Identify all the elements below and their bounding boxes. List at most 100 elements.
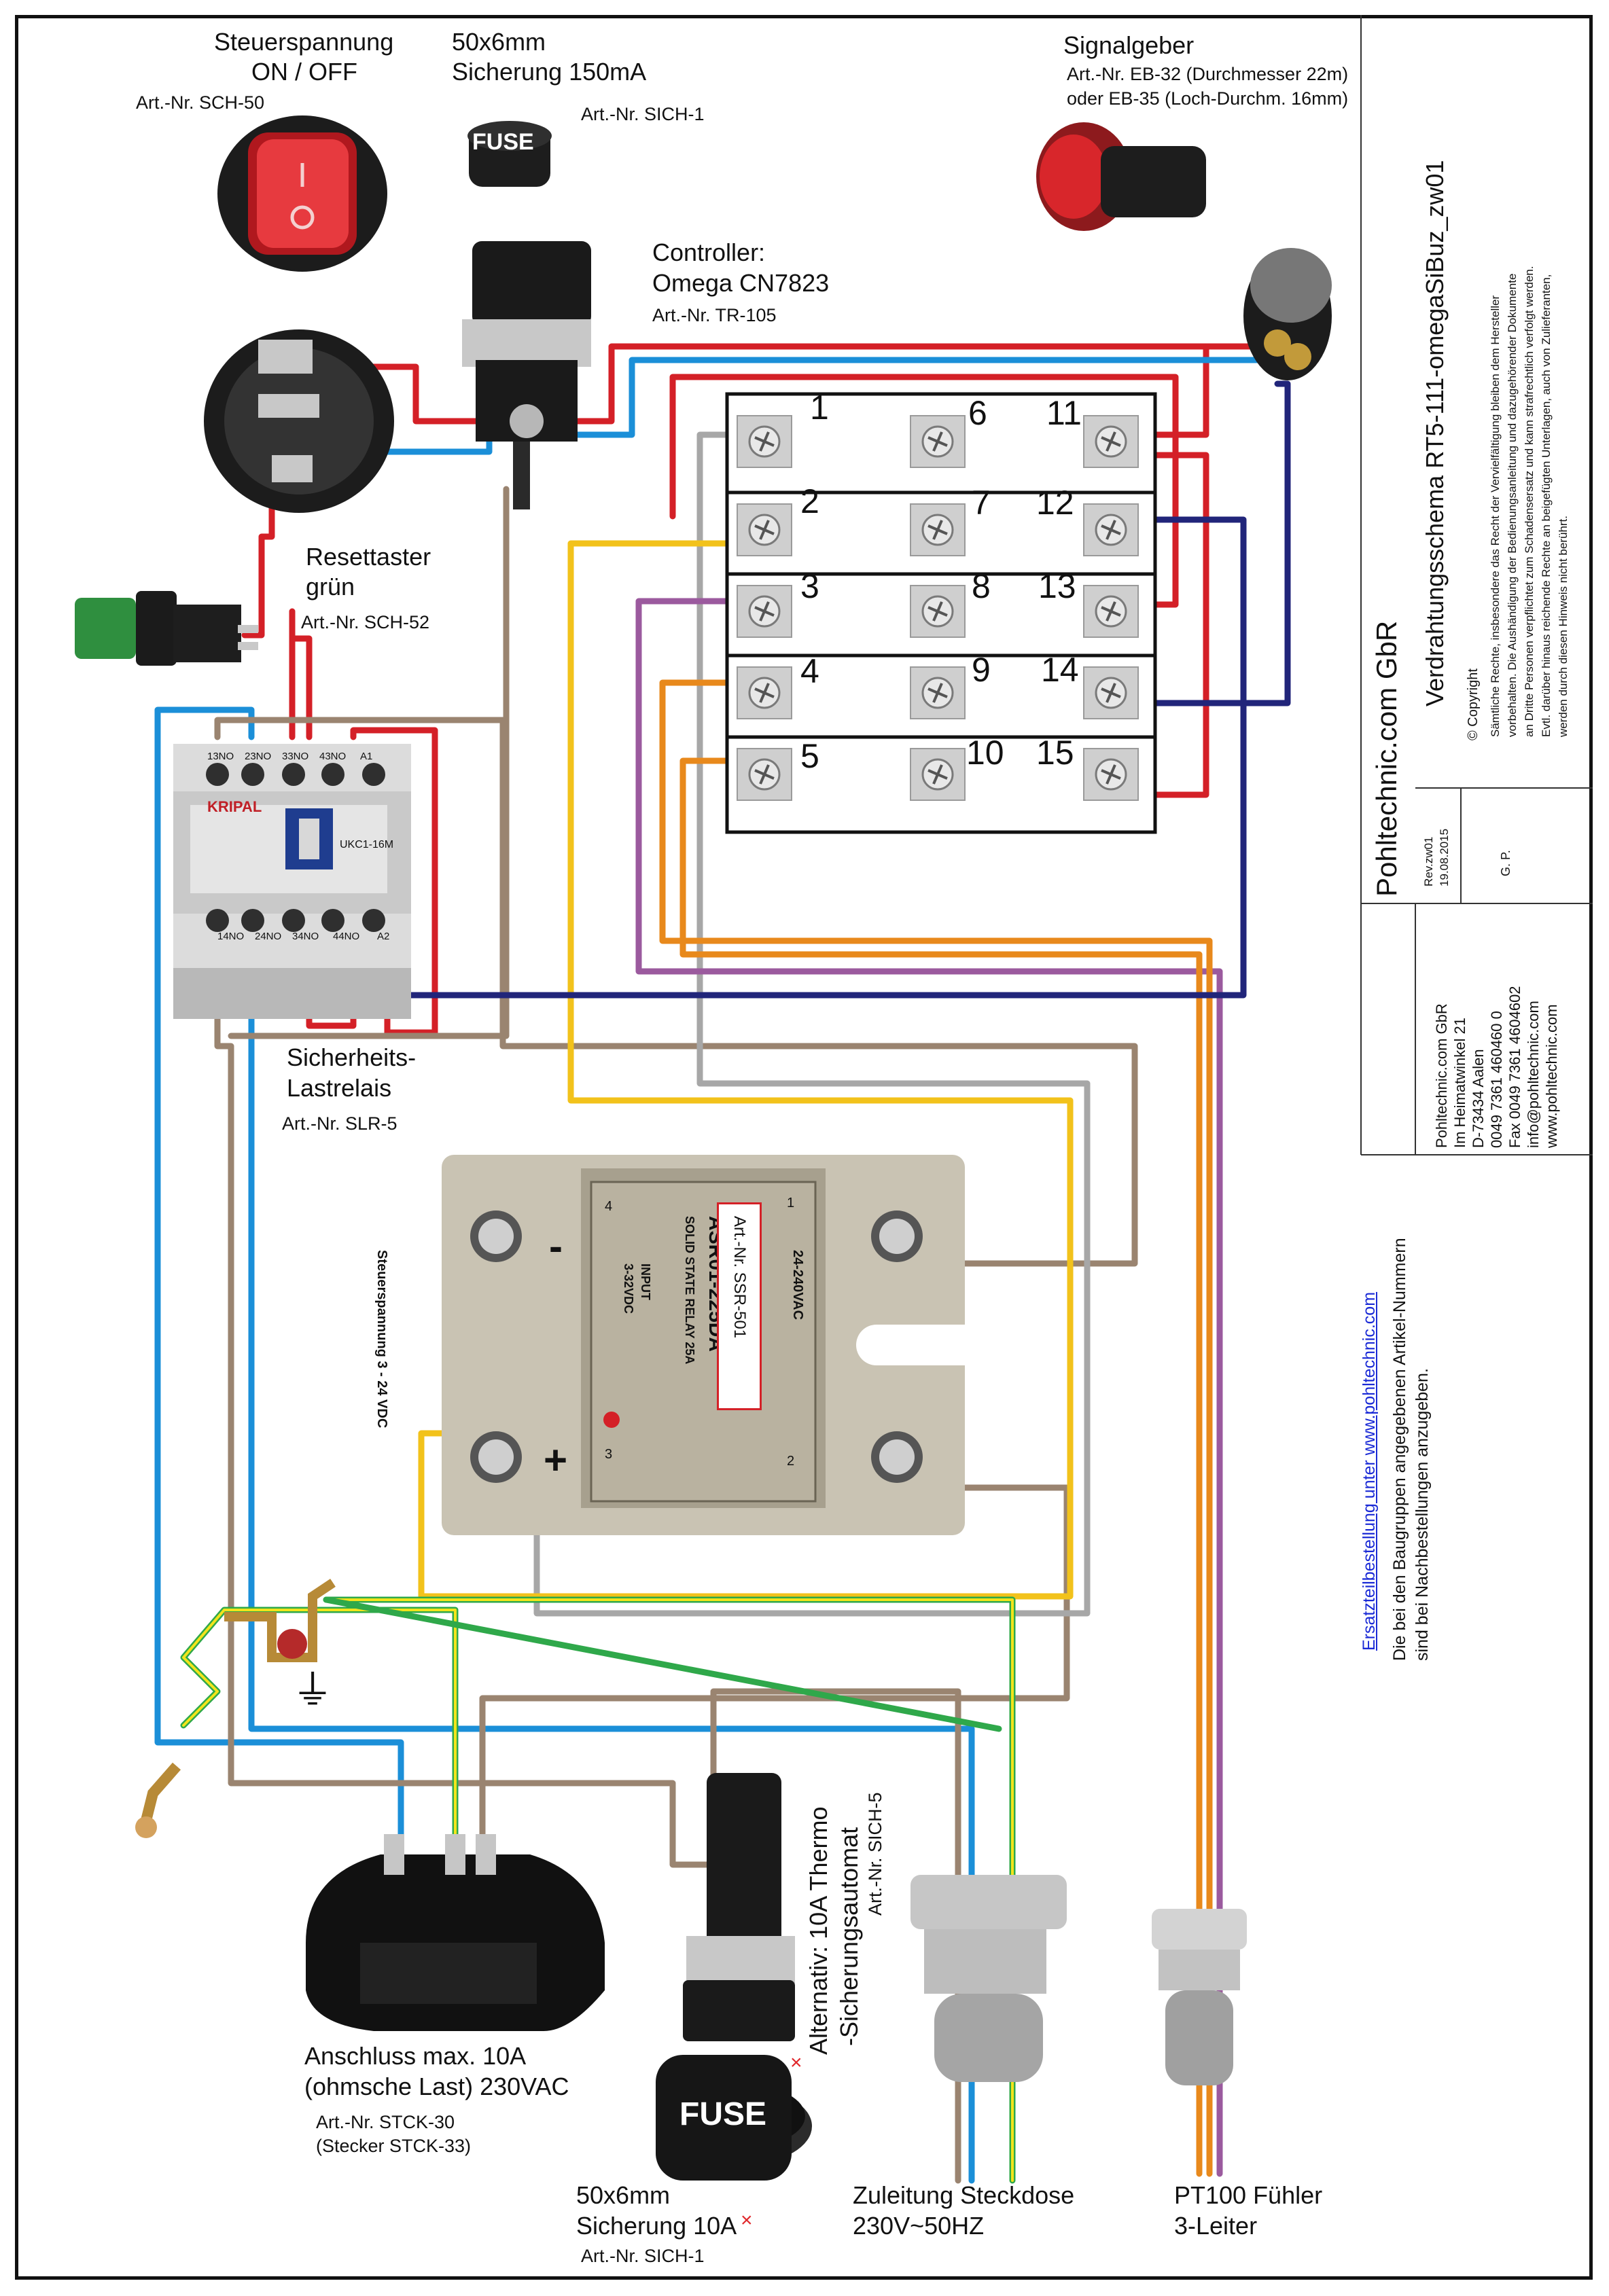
fuse-large-article: Art.-Nr. SICH-1 — [581, 2246, 705, 2266]
ssr-plus: + — [544, 1437, 568, 1483]
fuse-large-cap-text: FUSE — [679, 2096, 767, 2132]
wire-red-relay-a1 — [350, 727, 438, 1036]
alt-x-mark: × — [790, 2051, 802, 2074]
pt100-cable-gland — [1152, 1909, 1247, 2085]
wire-brown-bus — [214, 717, 1138, 1267]
alt-title-1: Alternativ: 10A Thermo — [804, 1806, 832, 2055]
fuse-large-x-mark: × — [741, 2209, 753, 2231]
controller-title-1: Controller: — [652, 238, 766, 266]
wire-brown-relay-bottom — [214, 961, 717, 1868]
terminal-number-12: 12 — [1036, 484, 1074, 522]
buzzer-image — [1036, 122, 1332, 380]
fuse-large-title-1: 50x6mm — [576, 2181, 671, 2209]
controller-article: Art.-Nr. TR-105 — [652, 305, 777, 325]
pt100-title-1: PT100 Fühler — [1174, 2181, 1323, 2209]
iec-socket-image — [306, 1834, 605, 2031]
order-note-line-2: sind bei Nachbestellungen anzugeben. — [1413, 1368, 1432, 1661]
ssr-article: Art.-Nr. SSR-501 — [730, 1216, 749, 1339]
title-drawing-name: Verdrahtungsschema RT5-111-omegaSiBuz_zw… — [1421, 160, 1449, 706]
terminal-screw-7 — [910, 503, 966, 556]
ssr-input-label: INPUT — [639, 1263, 652, 1300]
terminal-number-15: 15 — [1036, 734, 1074, 772]
order-link[interactable]: Ersatzteilbestellung unter www.pohltechn… — [1360, 1291, 1379, 1651]
terminal-screw-6 — [910, 415, 966, 468]
terminal-screw-13 — [1083, 585, 1139, 638]
fuse-small-title-2: Sicherung 150mA — [452, 58, 647, 86]
terminal-screw-4 — [737, 666, 792, 719]
reset-article: Art.-Nr. SCH-52 — [301, 612, 430, 632]
reset-title-1: Resettaster — [306, 543, 431, 571]
ssr-term-3: 3 — [605, 1447, 613, 1462]
fuse-small-cap-text: FUSE — [472, 129, 534, 155]
terminal-screw-8 — [910, 585, 966, 638]
relay-title-1: Sicherheits- — [287, 1043, 417, 1071]
terminal-screw-2 — [737, 503, 792, 556]
relay-bottom-term-2: 24NO — [255, 931, 282, 942]
switch-title-1: Steuerspannung — [214, 28, 394, 56]
address-line-4: 0049 7361 460460 0 — [1488, 1011, 1505, 1148]
terminal-screw-14 — [1083, 666, 1139, 719]
socket-title-2: (ohmsche Last) 230VAC — [304, 2073, 569, 2100]
contactor-image — [173, 744, 411, 1019]
pt100-title-2: 3-Leiter — [1174, 2212, 1258, 2240]
address-line-2: Im Heimatwinkel 21 — [1451, 1018, 1468, 1148]
reset-button-image — [75, 591, 258, 666]
fuse-150ma-image — [462, 121, 591, 509]
terminal-number-6: 6 — [968, 394, 987, 432]
relay-top-term-3: 33NO — [282, 751, 309, 762]
socket-title-1: Anschluss max. 10A — [304, 2042, 527, 2070]
address-line-6: info@pohltechnic.com — [1525, 1001, 1542, 1148]
page-border — [15, 15, 1593, 2280]
buzzer-article-1: Art.-Nr. EB-32 (Durchmesser 22m) — [1067, 64, 1349, 84]
copyright-line-2: vorbehalten. Die Aushändigung der Bedien… — [1506, 273, 1519, 737]
relay-top-term-1: 13NO — [207, 751, 234, 762]
terminal-screw-9 — [910, 666, 966, 719]
wire-brown-ctrl-gnd — [228, 486, 510, 1039]
ssr-term-1: 1 — [787, 1196, 795, 1210]
copyright-title: Copyright — [1466, 668, 1481, 727]
terminal-number-4: 4 — [800, 652, 819, 690]
buzzer-title: Signalgeber — [1063, 31, 1195, 59]
wire-navy-ctrl14 — [1125, 380, 1291, 706]
address-line-1: Pohltechnic.com GbR — [1433, 1003, 1450, 1148]
mains-title-1: Zuleitung Steckdose — [853, 2181, 1075, 2209]
terminal-screw-3 — [737, 585, 792, 638]
wire-brown-ssr-2 — [479, 1484, 1070, 1844]
ssr-image — [442, 1155, 965, 1535]
terminal-screw-15 — [1083, 748, 1139, 801]
title-author: G. P. — [1499, 850, 1513, 876]
switch-title-2: ON / OFF — [251, 58, 357, 86]
terminal-screw-5 — [737, 748, 792, 801]
copyright-line-4: Evtl. darüber hinaus reichende Rechte an… — [1540, 274, 1553, 737]
wire-orange-ctrl5 — [679, 757, 1203, 2177]
terminal-number-3: 3 — [800, 567, 819, 605]
title-copyright-heading: © Copyright — [1466, 668, 1481, 740]
earth-terminal-image — [135, 1579, 336, 1838]
wire-earth-3 — [323, 1596, 1002, 1732]
ssr-minus: - — [549, 1223, 563, 1269]
wire-earth-2y — [182, 1609, 457, 1842]
reset-title-2: grün — [306, 573, 355, 600]
ssr-input-voltage: 3-32VDC — [622, 1263, 635, 1314]
relay-article: Art.-Nr. SLR-5 — [282, 1113, 397, 1134]
wire-red-ctrl-11-15 — [1125, 452, 1209, 798]
title-date: 19.08.2015 — [1438, 828, 1451, 886]
terminal-number-5: 5 — [800, 737, 819, 775]
terminal-screws — [737, 415, 1139, 801]
address-line-7: www.pohltechnic.com — [1543, 1004, 1560, 1148]
fuse-small-article: Art.-Nr. SICH-1 — [581, 104, 705, 124]
wire-yellow-ctrl2 — [418, 540, 1074, 1600]
terminal-number-1: 1 — [810, 389, 829, 427]
relay-model: UKC1-16M — [340, 839, 394, 850]
ssr-type: SOLID STATE RELAY 25A — [683, 1216, 696, 1365]
ssr-term-4: 4 — [605, 1199, 613, 1214]
ssr-side-label: Steuerspannung 3 - 24 VDC — [374, 1250, 389, 1429]
wire-red-ctrl-13 — [669, 374, 1179, 608]
controller-title-2: Omega CN7823 — [652, 269, 830, 297]
mains-cable-gland — [910, 1875, 1067, 2082]
relay-title-2: Lastrelais — [287, 1074, 392, 1102]
fuse-large-cap — [656, 2055, 792, 2181]
relay-top-term-5: A1 — [360, 751, 373, 762]
terminal-screw-10 — [910, 748, 966, 801]
power-switch-image — [217, 115, 387, 272]
